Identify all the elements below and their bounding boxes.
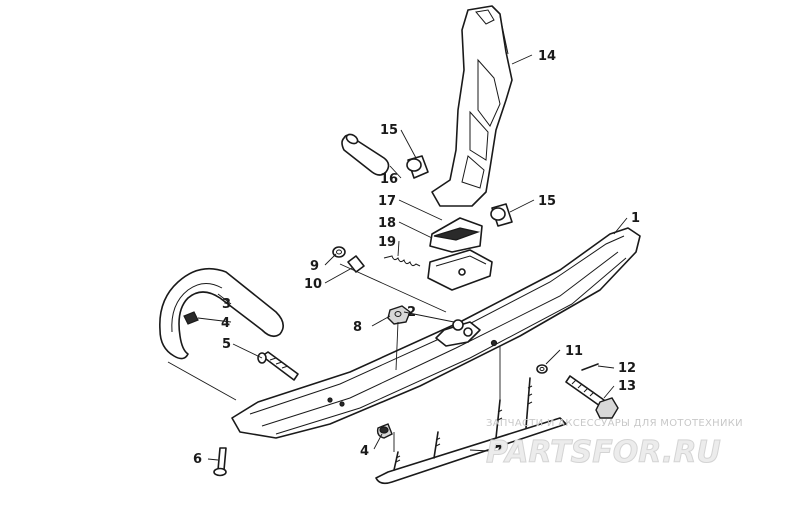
grommet-lower bbox=[376, 423, 393, 439]
callout-4-upper: 4 bbox=[221, 316, 230, 331]
wear-bar bbox=[375, 377, 567, 485]
nut-mid bbox=[387, 305, 411, 325]
spring bbox=[383, 255, 421, 267]
callout-14: 14 bbox=[538, 49, 556, 64]
callout-9: 9 bbox=[310, 259, 319, 274]
callout-16: 16 bbox=[380, 172, 398, 187]
screw bbox=[213, 447, 227, 477]
callout-18: 18 bbox=[378, 216, 396, 231]
callout-10: 10 bbox=[304, 277, 322, 292]
steering-spindle bbox=[431, 5, 513, 207]
callouts: 14 15 16 15 17 18 19 9 10 1 2 3 4 5 8 11… bbox=[193, 49, 640, 467]
callout-4-lower: 4 bbox=[360, 444, 369, 459]
ski-body bbox=[231, 227, 641, 439]
leader-lines bbox=[167, 54, 628, 461]
callout-19: 19 bbox=[378, 235, 396, 250]
spindle-bracket bbox=[427, 249, 493, 291]
callout-13: 13 bbox=[618, 379, 636, 394]
grommet-upper bbox=[183, 311, 199, 325]
callout-15-upper: 15 bbox=[380, 123, 398, 138]
spindle-pin bbox=[341, 133, 390, 176]
callout-1: 1 bbox=[631, 211, 640, 226]
callout-8: 8 bbox=[353, 320, 362, 335]
bushing-upper bbox=[406, 155, 429, 179]
callout-11: 11 bbox=[565, 344, 583, 359]
callout-7: 7 bbox=[494, 444, 503, 459]
callout-2: 2 bbox=[407, 305, 416, 320]
ski-handle bbox=[159, 267, 284, 360]
watermark-logo: PARTSFOR.RU bbox=[486, 435, 721, 470]
damper-block bbox=[429, 217, 483, 253]
callout-3: 3 bbox=[222, 297, 231, 312]
cotter-pin bbox=[581, 363, 599, 371]
callout-6: 6 bbox=[193, 452, 202, 467]
watermark-caption: ЗАПЧАСТИ И АКСЕССУАРЫ ДЛЯ МОТОТЕХНИКИ bbox=[486, 418, 743, 429]
bracket-plate bbox=[347, 255, 365, 273]
bushing-lower bbox=[490, 203, 513, 227]
callout-15-lower: 15 bbox=[538, 194, 556, 209]
spindle-bolt bbox=[565, 375, 619, 419]
watermark: ЗАПЧАСТИ И АКСЕССУАРЫ ДЛЯ МОТОТЕХНИКИ PA… bbox=[486, 418, 743, 471]
callout-5: 5 bbox=[222, 337, 231, 352]
handle-bolt bbox=[257, 351, 299, 381]
callout-17: 17 bbox=[378, 194, 396, 209]
callout-12: 12 bbox=[618, 361, 636, 376]
washer bbox=[536, 364, 548, 374]
